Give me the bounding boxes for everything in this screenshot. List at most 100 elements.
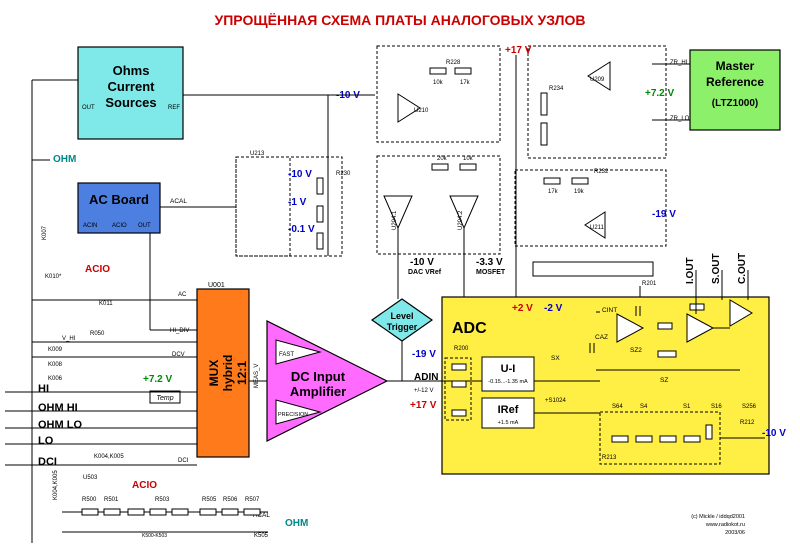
r228-10k: 10k: [433, 80, 444, 86]
bottom-divider: [62, 508, 268, 533]
ac-board-title: AC Board: [89, 192, 149, 207]
amp-precision-label: PRECISION: [278, 412, 308, 418]
s-out-label: S.OUT: [711, 253, 722, 284]
master-zr-lo: ZR_LO: [670, 116, 690, 122]
r234-label: R234: [549, 86, 564, 92]
acio-label-bottom: ACIO: [132, 480, 157, 491]
r201-label: R201: [642, 281, 657, 287]
rail-p17-adc: +17 V: [410, 400, 437, 411]
adc-sx: SX: [551, 355, 560, 362]
rail-p2: +2 V: [512, 303, 533, 314]
sig-dcv: DCV: [172, 352, 185, 358]
input-dci: DCI: [38, 456, 57, 468]
mux-meas-label: MEAS_V: [254, 364, 260, 388]
r505-label: R505: [202, 497, 217, 503]
mux-line3: 12:1: [235, 361, 249, 385]
master-zr-hi: ZR_HI: [670, 60, 688, 66]
adc-title: ADC: [452, 320, 487, 337]
acio-label-top: ACIO: [85, 264, 110, 275]
mosfet-label: MOSFET: [476, 269, 506, 276]
adc-r213: R213: [602, 455, 617, 461]
input-ohm-hi: OHM HI: [38, 402, 78, 414]
r503-label: R503: [155, 497, 170, 503]
adin-label: ADIN: [414, 372, 438, 383]
mux-line1: MUX: [207, 360, 221, 387]
rail-p72-top: +7.2 V: [645, 88, 675, 99]
ohm-label-bottom: OHM: [285, 518, 308, 529]
ac-board-acin: ACIN: [83, 223, 97, 229]
k009-label: K009: [48, 347, 63, 353]
adc-sz: SZ: [660, 377, 668, 384]
rail-m10-adc: -10 V: [762, 428, 786, 439]
adc-sz2: SZ2: [630, 347, 642, 354]
adc-s16: S16: [711, 404, 722, 410]
ac-board-acio: ACIO: [112, 223, 127, 229]
u211-label: U211: [590, 225, 605, 231]
credit-line2: www.radiokot.ru: [705, 522, 745, 528]
adc-iref-val: +1.5 mA: [498, 420, 519, 426]
ohm-label-top: OHM: [53, 154, 76, 165]
rail-p17-top: +17 V: [505, 45, 532, 56]
k004-k005-label: K004,K005: [94, 454, 124, 460]
rail-m1: -1 V: [288, 197, 307, 208]
temp-sensor: Temp: [156, 395, 173, 402]
rail-pm12: +/-12 V: [414, 388, 434, 394]
rail-m19-top: -19 V: [652, 209, 676, 220]
credit-line1: (c) Mickle / iddqd2001: [691, 514, 745, 520]
r501-label: R501: [104, 497, 119, 503]
r228-label: R228: [446, 60, 461, 66]
amp-line1: DC Input: [291, 369, 346, 384]
adc-s1: S1: [683, 404, 691, 410]
adc-r200: R200: [454, 346, 469, 352]
ohms-out-label: OUT: [82, 105, 95, 111]
ac-board-block: AC Board ACIN ACIO OUT: [77, 182, 161, 234]
master-reference-block: Master Reference (LTZ1000) ZR_HI ZR_LO: [670, 49, 781, 131]
r228-17k: 17k: [460, 80, 471, 86]
level-line1: Level: [390, 311, 413, 321]
adc-ui-range: -0.15...-1.35 mA: [488, 379, 528, 385]
rail-m19-adc: -19 V: [412, 349, 436, 360]
input-ohm-lo: OHM LO: [38, 419, 82, 431]
u204-1-label: U204.1: [392, 210, 398, 230]
wiring: [5, 55, 765, 543]
rail-m2: -2 V: [544, 303, 563, 314]
ohms-line1: Ohms: [113, 63, 150, 78]
adc-cint: CINT: [602, 307, 617, 314]
k011-label: K011: [99, 301, 113, 307]
adc-s4: S4: [640, 404, 648, 410]
master-line2: Reference: [706, 75, 764, 89]
r050-label: R050: [90, 331, 105, 337]
k505-label: K505: [254, 533, 269, 539]
r232-label: R232: [594, 169, 609, 175]
input-lo: LO: [38, 435, 54, 447]
dc-input-amplifier: FAST PRECISION DC Input Amplifier: [266, 320, 389, 442]
k004-k005-vert: K004,K005: [53, 470, 59, 500]
adc-s1024: +S1024: [545, 398, 567, 404]
page-title: УПРОЩЁННАЯ СХЕМА ПЛАТЫ АНАЛОГОВЫХ УЗЛОВ: [215, 12, 586, 28]
input-hi: HI: [38, 383, 49, 395]
u209-label: U209: [590, 77, 605, 83]
rail-m33: -3.3 V: [476, 257, 503, 268]
adc-iref-label: IRef: [498, 404, 519, 416]
u210-label: U210: [414, 108, 429, 114]
rail-m10-u213: -10 V: [288, 169, 312, 180]
sig-hi-div: HI_DIV: [170, 328, 189, 334]
r506-label: R506: [223, 497, 238, 503]
r500-label: R500: [82, 497, 97, 503]
ohms-ref-label: REF: [168, 105, 180, 111]
dac-vref-label: DAC VRef: [408, 269, 442, 276]
adc-caz: CAZ: [595, 334, 608, 341]
mux-ref: U001: [208, 282, 225, 289]
amp-fast-label: FAST: [279, 352, 294, 358]
reference-section: R228 10k 17k U210 U209 R234 20k 10k 17k …: [235, 45, 667, 287]
adc-r212: R212: [740, 420, 755, 426]
mux-block: U001 MUX hybrid 12:1 MEAS_V: [196, 282, 260, 458]
sig-ac: AC: [178, 292, 187, 298]
master-line1: Master: [716, 59, 755, 73]
rail-p72-mux: +7.2 V: [143, 374, 173, 385]
k008-label: K008: [48, 362, 63, 368]
sig-v-hi: V_HI: [62, 336, 76, 342]
adc-block: ADC U-I -0.15...-1.35 mA IRef +1.5 mA CI…: [441, 296, 770, 475]
